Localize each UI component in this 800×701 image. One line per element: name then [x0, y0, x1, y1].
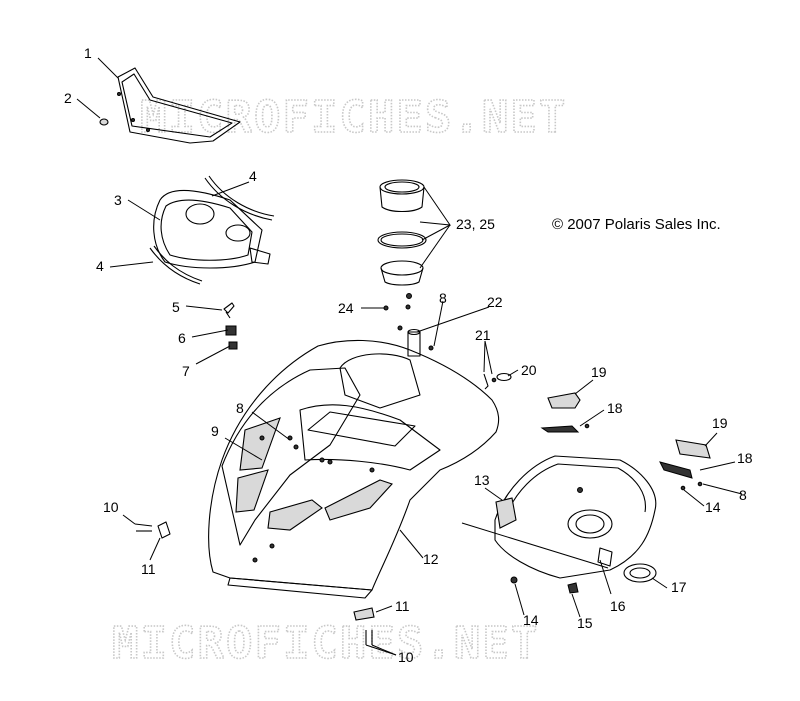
windshield-part — [117, 67, 241, 144]
callout-18-upper: 18 — [607, 400, 623, 416]
callout-21: 21 — [475, 327, 491, 343]
hood-part — [208, 339, 500, 599]
callout-20: 20 — [521, 362, 537, 378]
callout-8-top: 8 — [439, 290, 447, 306]
callout-24: 24 — [338, 300, 354, 316]
callout-22: 22 — [487, 294, 503, 310]
clip-part — [228, 341, 238, 350]
bracket-right-part — [659, 461, 703, 491]
trim-strip-lower-part — [149, 245, 203, 285]
belly-pan-part — [494, 455, 657, 579]
callout-1: 1 — [84, 45, 92, 61]
callout-2: 2 — [64, 90, 72, 106]
callout-19-right: 19 — [712, 415, 728, 431]
callout-11-bottom: 11 — [395, 598, 410, 614]
bracket-upper-part — [540, 423, 590, 433]
windshield-screw-part — [99, 118, 109, 126]
callout-16: 16 — [610, 598, 626, 614]
callout-14-bottom: 14 — [523, 612, 539, 628]
callout-6: 6 — [178, 330, 186, 346]
latch-left-part — [134, 521, 171, 539]
latch-bottom-part — [353, 607, 375, 645]
callout-10-bottom: 10 — [398, 649, 414, 665]
fastener-15-part — [567, 582, 579, 594]
callout-12: 12 — [423, 551, 439, 567]
copyright-text: © 2007 Polaris Sales Inc. — [552, 216, 721, 233]
pin-part — [223, 302, 235, 319]
tube-part — [397, 325, 434, 357]
callout-labels: 1 2 3 4 4 5 6 7 8 8 8 9 10 10 11 11 12 1… — [64, 45, 753, 665]
callout-3: 3 — [114, 192, 122, 208]
watermark-bottom: MICROFICHES.NET — [112, 618, 539, 669]
gauge-housing-part — [377, 179, 427, 286]
grommet-part — [383, 293, 412, 311]
callout-8-left: 8 — [236, 400, 244, 416]
callout-7: 7 — [182, 363, 190, 379]
callout-17: 17 — [671, 579, 687, 595]
callout-4-upper: 4 — [249, 168, 257, 184]
trim-strip-upper-part — [204, 175, 275, 221]
callout-5: 5 — [172, 299, 180, 315]
fastener-14-part — [510, 576, 518, 584]
callout-4-lower: 4 — [96, 258, 104, 274]
bracket-part — [483, 372, 512, 390]
leader-lines — [76, 57, 743, 656]
callout-9: 9 — [211, 423, 219, 439]
watermark-top: MICROFICHES.NET — [140, 92, 567, 143]
headlight-part — [153, 189, 271, 269]
callout-8-right: 8 — [739, 487, 747, 503]
callout-14-right: 14 — [705, 499, 721, 515]
callout-11-left: 11 — [141, 561, 156, 577]
callout-15: 15 — [577, 615, 593, 631]
pad-right-part — [675, 439, 711, 459]
callout-18-right: 18 — [737, 450, 753, 466]
ring-grommet-part — [623, 563, 657, 583]
callout-19-upper: 19 — [591, 364, 607, 380]
pad-upper-part — [547, 392, 581, 409]
callout-10-left: 10 — [103, 499, 119, 515]
callout-13: 13 — [474, 472, 490, 488]
callout-23-25: 23, 25 — [456, 216, 495, 232]
